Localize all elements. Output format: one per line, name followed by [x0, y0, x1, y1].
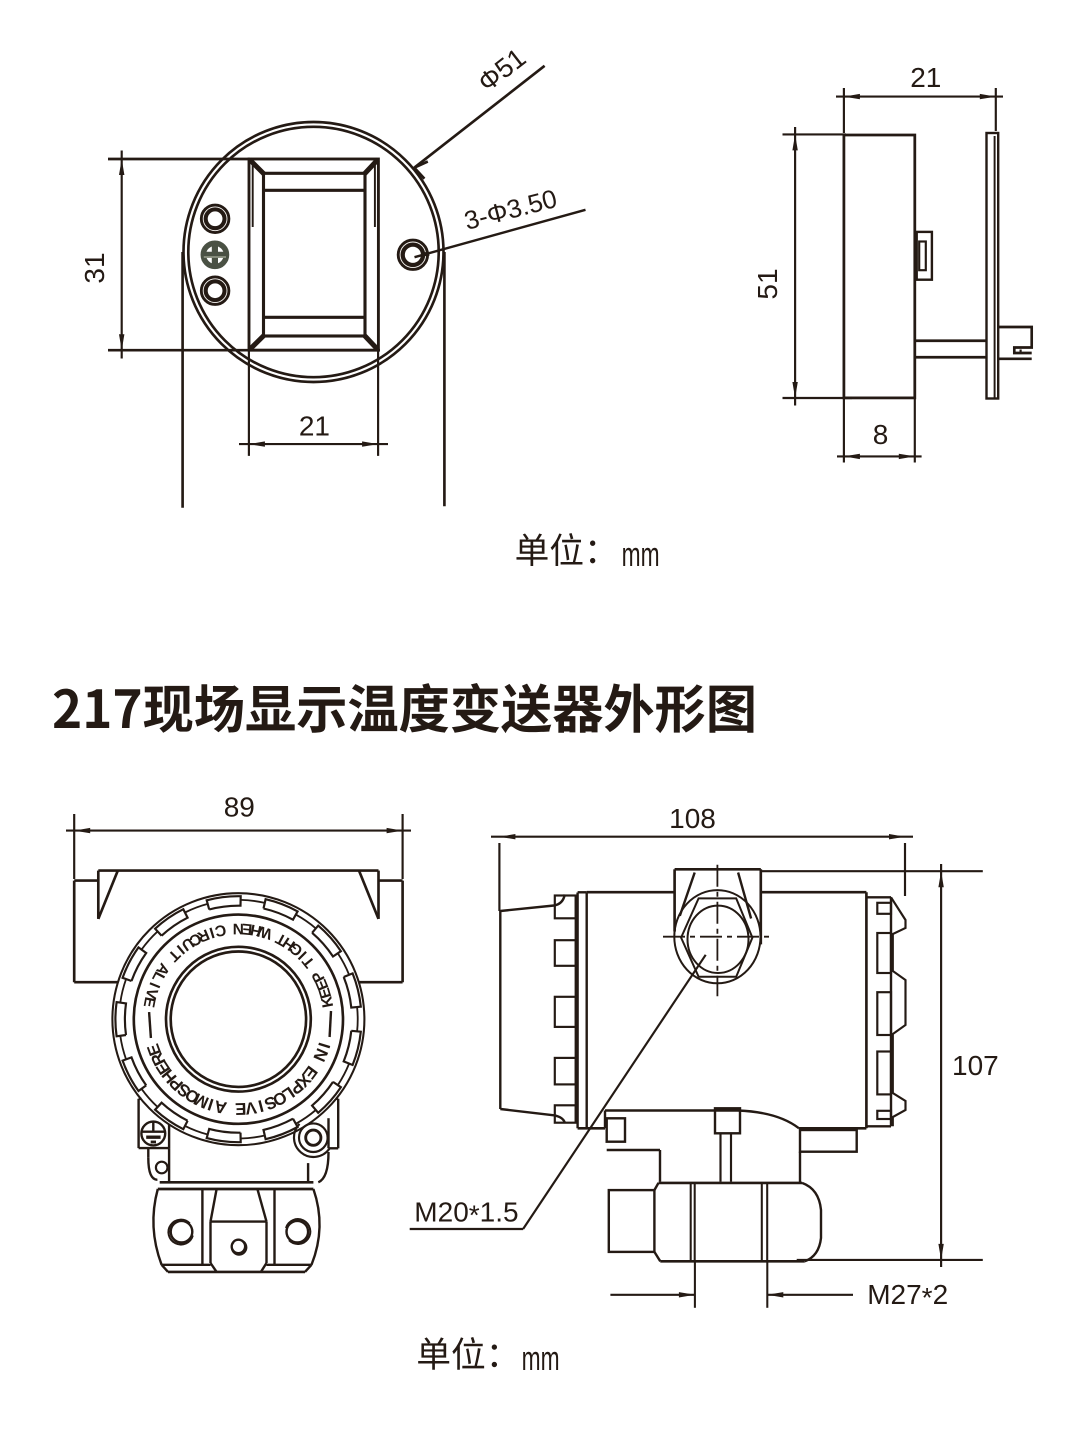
svg-text:mm: mm — [522, 1341, 560, 1379]
svg-text:31: 31 — [79, 252, 110, 283]
svg-text:E: E — [140, 995, 159, 1008]
svg-text:mm: mm — [622, 537, 660, 575]
svg-text:I: I — [145, 980, 162, 990]
svg-text:I: I — [314, 1040, 334, 1050]
svg-text:21: 21 — [910, 62, 941, 93]
svg-text:3-Φ3.50: 3-Φ3.50 — [461, 183, 560, 236]
svg-text:107: 107 — [952, 1050, 999, 1081]
svg-text:21: 21 — [299, 411, 330, 442]
svg-text:K: K — [318, 994, 337, 1009]
svg-text:51: 51 — [752, 268, 783, 299]
svg-text:I: I — [256, 1096, 265, 1116]
svg-text:108: 108 — [669, 803, 716, 834]
svg-text:A: A — [213, 1096, 229, 1117]
svg-text:E: E — [316, 986, 335, 1001]
svg-text:Φ51: Φ51 — [472, 42, 531, 97]
svg-text:I: I — [207, 923, 216, 941]
svg-text:M20*1.5: M20*1.5 — [414, 1196, 518, 1230]
svg-text:8: 8 — [873, 419, 889, 450]
svg-text:H: H — [249, 921, 263, 940]
svg-text:M27*2: M27*2 — [867, 1279, 948, 1313]
svg-text:N: N — [233, 920, 244, 937]
svg-text:I: I — [206, 1095, 216, 1115]
svg-text:C: C — [213, 921, 227, 940]
svg-text:W: W — [255, 922, 274, 943]
svg-text:E: E — [235, 1099, 247, 1118]
svg-text:89: 89 — [224, 792, 255, 823]
svg-text:E: E — [241, 920, 253, 938]
svg-text:V: V — [243, 1098, 258, 1118]
